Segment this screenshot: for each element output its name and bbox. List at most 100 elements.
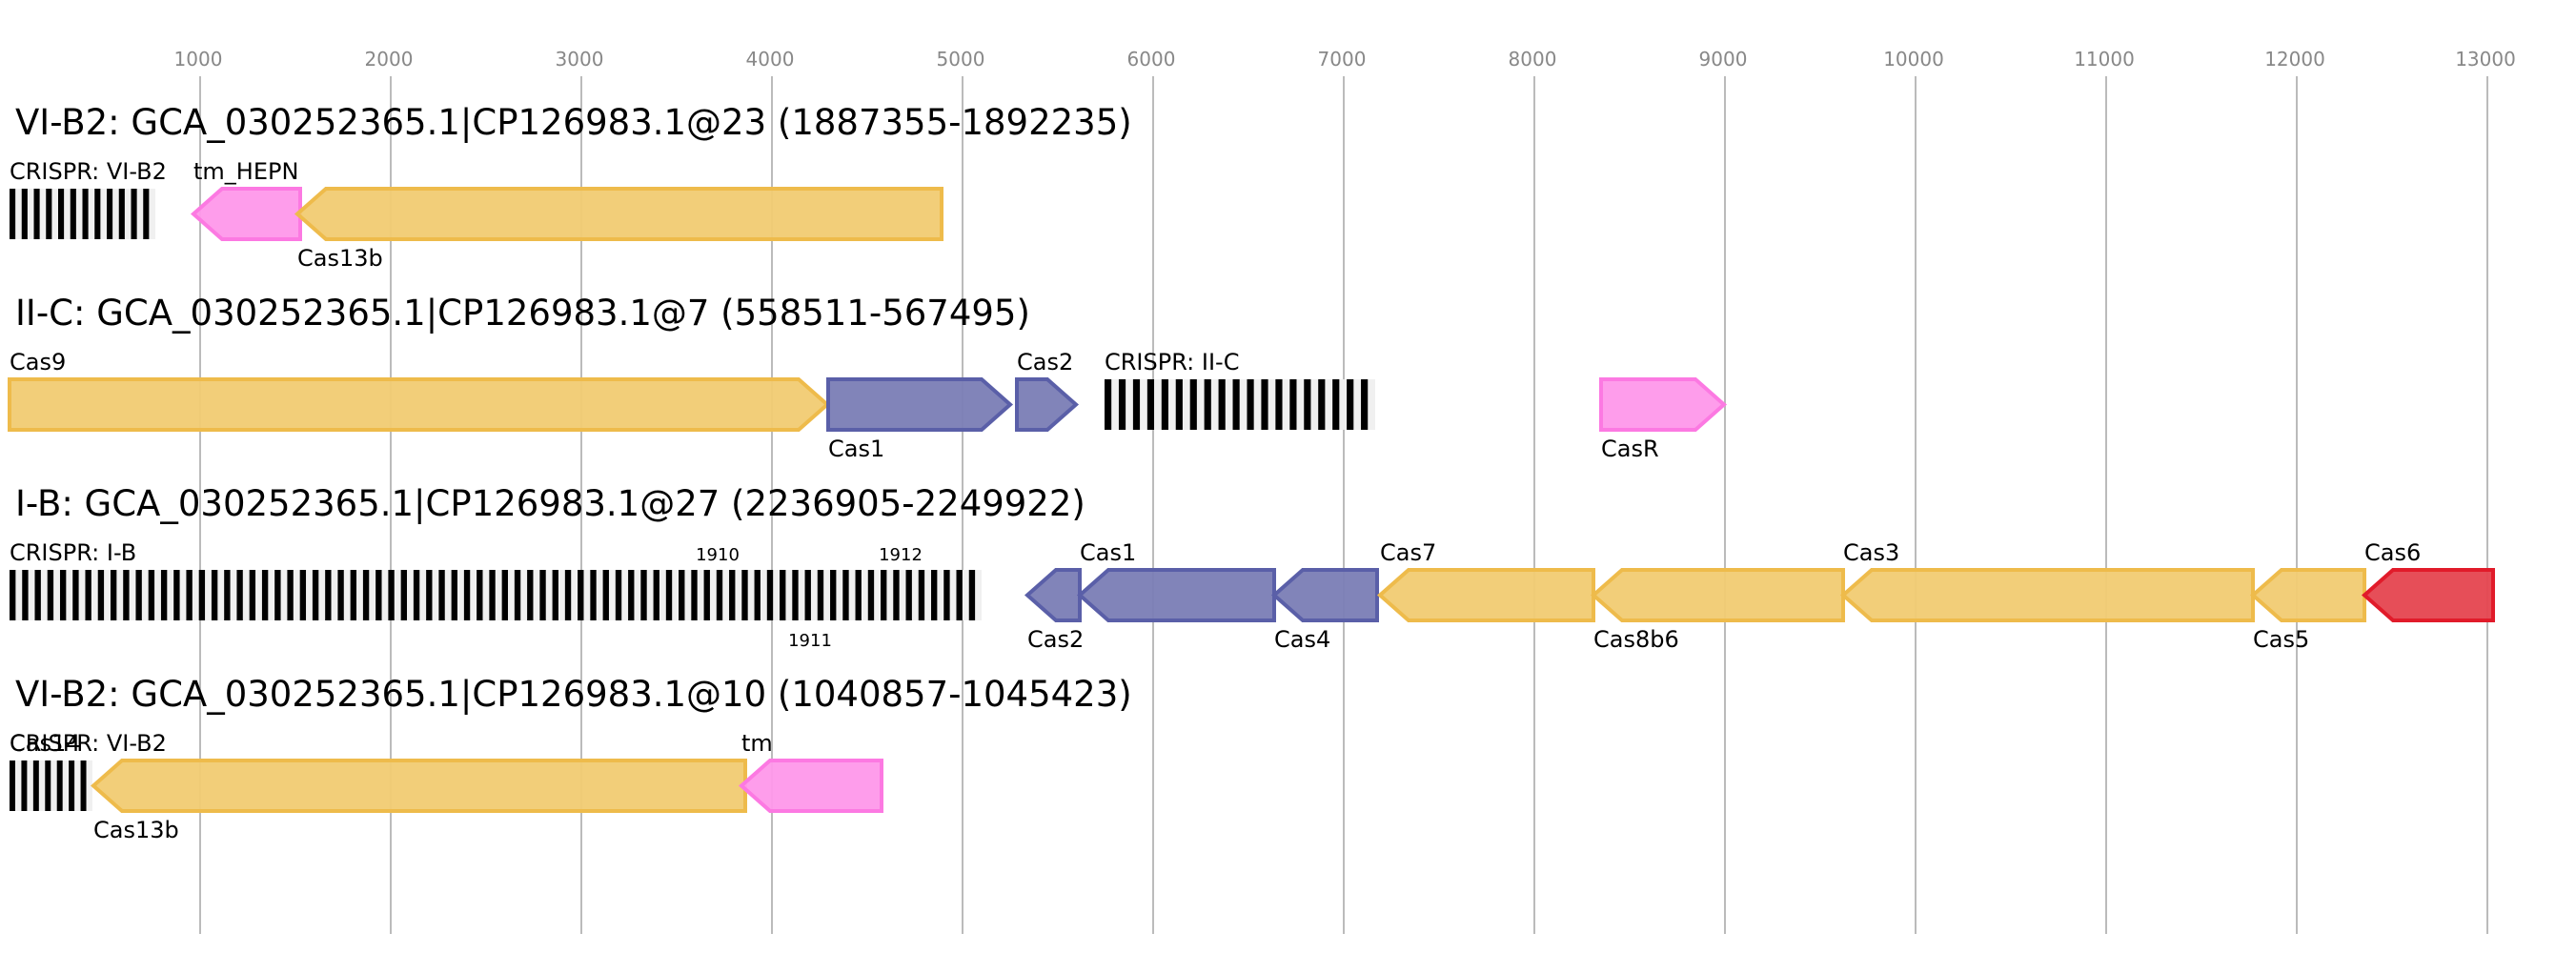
track-1: VI-B2: GCA_030252365.1|CP126983.1@23 (18…	[10, 102, 1132, 272]
crispr-repeat	[817, 570, 824, 620]
crispr-repeat	[1118, 379, 1126, 430]
gene-label: Cas14	[10, 730, 81, 757]
crispr-repeat	[59, 570, 67, 620]
crispr-repeat	[350, 570, 357, 620]
crispr-repeat	[1175, 379, 1183, 430]
tick-label-12000: 12000	[2264, 48, 2325, 71]
crispr-repeat	[337, 570, 344, 620]
crispr-repeat	[56, 760, 63, 811]
crispr-repeat	[123, 570, 130, 620]
crispr-repeat	[451, 570, 457, 620]
gene-cas13b[interactable]: Cas13b	[294, 187, 943, 272]
crispr-repeat	[388, 570, 395, 620]
crispr-repeat	[131, 189, 137, 239]
crispr-repeat	[905, 570, 912, 620]
gene-label: Cas7	[1380, 539, 1436, 566]
crispr-repeat	[716, 570, 723, 620]
tick-label-2000: 2000	[365, 48, 414, 71]
gene-arrow	[8, 377, 831, 432]
crispr-repeat	[1275, 379, 1283, 430]
crispr-repeat	[552, 570, 558, 620]
gene-cas2[interactable]: Cas2	[1024, 568, 1084, 653]
gene-cas8b6[interactable]: Cas8b6	[1590, 568, 1845, 653]
crispr-repeat	[804, 570, 811, 620]
gene-cas5[interactable]: Cas5	[2249, 568, 2366, 653]
gene-label: CasR	[1601, 436, 1659, 462]
crispr-repeat	[438, 570, 445, 620]
crispr-repeat	[10, 189, 16, 239]
gene-cas9[interactable]: Cas9	[8, 349, 831, 432]
gene-label: tm	[741, 730, 773, 757]
crispr-array[interactable]: CRISPR: I-B	[10, 539, 982, 620]
repeat-number-label: 1911	[788, 631, 832, 651]
gene-label: Cas13b	[297, 245, 383, 272]
crispr-label: CRISPR: VI-B2	[10, 158, 167, 185]
crispr-repeat	[539, 570, 546, 620]
gene-arrow	[738, 759, 883, 813]
crispr-repeat	[602, 570, 609, 620]
gene-arrow	[190, 187, 302, 241]
gene-arrow	[826, 377, 1014, 432]
tick-label-13000: 13000	[2455, 48, 2516, 71]
crispr-repeat	[615, 570, 622, 620]
crispr-repeat	[1161, 379, 1168, 430]
crispr-repeat	[754, 570, 761, 620]
crispr-array[interactable]: CRISPR: VI-B2	[10, 730, 167, 811]
crispr-repeat	[665, 570, 673, 620]
gene-tm_hepn[interactable]: tm_HEPN	[190, 158, 302, 241]
gene-casr[interactable]: CasR	[1599, 377, 1728, 462]
gene-cas2[interactable]: Cas2	[1015, 349, 1080, 432]
crispr-repeat	[299, 570, 307, 620]
crispr-repeat	[741, 570, 748, 620]
crispr-array[interactable]: CRISPR: II-C	[1105, 349, 1375, 430]
gene-cas1[interactable]: Cas1	[826, 377, 1014, 462]
gene-arrow	[1839, 568, 2255, 622]
track-title: II-C: GCA_030252365.1|CP126983.1@7 (5585…	[15, 293, 1030, 334]
crispr-repeat	[1105, 379, 1112, 430]
crispr-repeat	[931, 570, 938, 620]
tick-label-1000: 1000	[174, 48, 223, 71]
crispr-repeat	[58, 189, 65, 239]
gene-cas7[interactable]: Cas7	[1376, 539, 1595, 622]
gene-label: Cas1	[1080, 539, 1136, 566]
gene-tm[interactable]: tm	[738, 730, 883, 813]
gene-cas6[interactable]: Cas6	[2361, 539, 2495, 622]
crispr-repeat	[97, 570, 105, 620]
track-4: VI-B2: GCA_030252365.1|CP126983.1@10 (10…	[10, 674, 1132, 843]
tick-label-11000: 11000	[2074, 48, 2135, 71]
crispr-repeat	[70, 189, 76, 239]
gene-cas4[interactable]: Cas4	[1270, 568, 1379, 653]
crispr-repeat	[1132, 379, 1141, 430]
crispr-repeat	[236, 570, 243, 620]
crispr-repeat	[842, 570, 849, 620]
crispr-repeat	[780, 570, 786, 620]
gene-label: tm_HEPN	[193, 158, 298, 185]
gene-cas14[interactable]: Cas14	[10, 730, 81, 757]
gene-label: Cas9	[10, 349, 66, 375]
crispr-repeat	[590, 570, 597, 620]
tick-label-8000: 8000	[1509, 48, 1557, 71]
crispr-repeat	[679, 570, 685, 620]
crispr-label: CRISPR: VI-B2	[10, 730, 167, 757]
gene-cas1[interactable]: Cas1	[1076, 539, 1276, 622]
crispr-repeat	[274, 570, 281, 620]
gene-arrow	[294, 187, 943, 241]
crispr-repeat	[1347, 379, 1354, 430]
crispr-repeat	[501, 570, 508, 620]
crispr-repeat	[968, 570, 976, 620]
gene-arrow	[2249, 568, 2366, 622]
crispr-repeat	[80, 760, 87, 811]
crispr-repeat	[1146, 379, 1155, 430]
crispr-array[interactable]: CRISPR: VI-B2	[10, 158, 167, 239]
crispr-repeat	[1304, 379, 1311, 430]
crispr-repeat	[94, 189, 101, 239]
gene-cas13b[interactable]: Cas13b	[90, 759, 747, 843]
crispr-repeat	[956, 570, 963, 620]
repeat-number-label: 1910	[696, 545, 740, 565]
crispr-repeat	[729, 570, 736, 620]
crispr-repeat	[32, 760, 39, 811]
crispr-repeat	[1318, 379, 1326, 430]
crispr-repeat	[1247, 379, 1254, 430]
gene-cas3[interactable]: Cas3	[1839, 539, 2255, 622]
